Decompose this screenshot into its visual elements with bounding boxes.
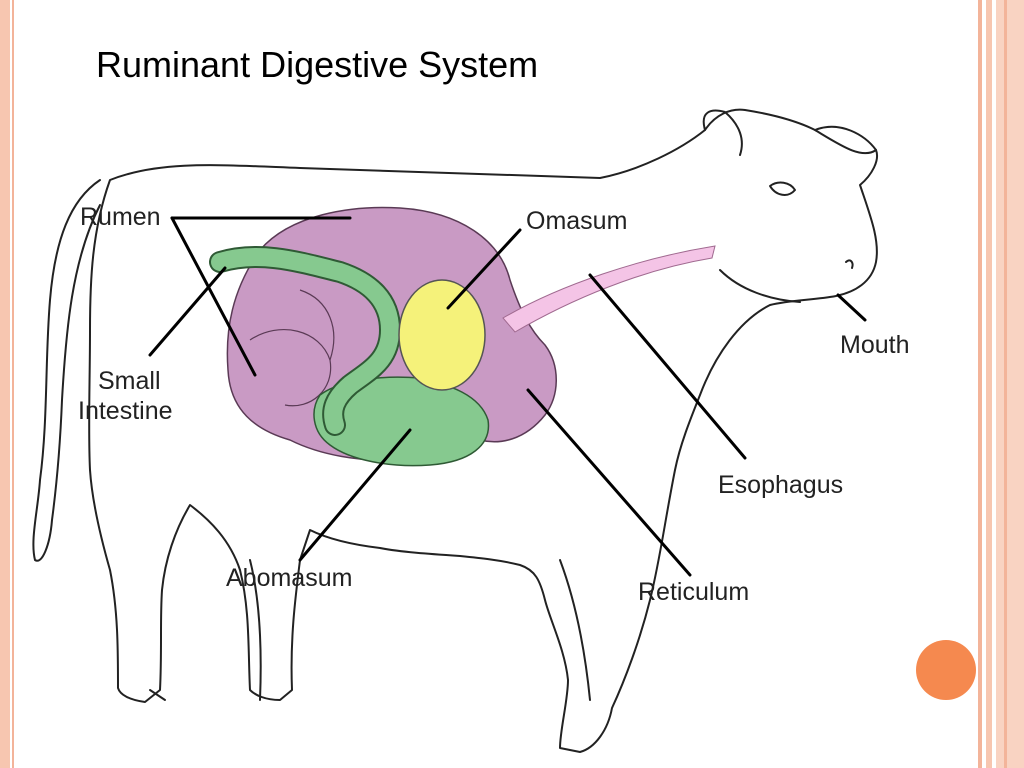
leader-small-intestine <box>148 266 227 357</box>
label-small-intestine-line1: Small <box>98 367 161 395</box>
frame-right-line <box>978 0 982 768</box>
ear-back <box>814 125 877 151</box>
frame-left-band <box>0 0 10 768</box>
label-reticulum: Reticulum <box>638 578 750 606</box>
rumen-fold-2 <box>299 289 335 361</box>
ear <box>702 109 743 156</box>
label-omasum: Omasum <box>526 207 628 235</box>
leader-omasum <box>446 228 522 310</box>
eye <box>769 181 796 196</box>
tail <box>32 179 101 562</box>
esophagus-tube <box>502 245 716 333</box>
label-mouth: Mouth <box>840 331 910 359</box>
slide-title: Ruminant Digestive System <box>96 44 539 85</box>
label-abomasum: Abomasum <box>226 564 353 592</box>
label-esophagus: Esophagus <box>718 471 844 499</box>
leader-abomasum <box>298 428 412 562</box>
leader-rumen-down <box>170 216 257 377</box>
slide-bullet-circle <box>916 640 976 700</box>
label-rumen: Rumen <box>80 203 161 231</box>
nostril <box>845 259 854 269</box>
small-intestine-fill <box>211 248 400 434</box>
hind-hoof <box>149 689 166 701</box>
frame-right-edge <box>996 0 1024 768</box>
leader-mouth <box>836 293 867 322</box>
front-leg <box>559 559 591 701</box>
cow-body-outline <box>88 108 878 753</box>
frame-right-stripe <box>1004 0 1007 768</box>
frame-left-line <box>12 0 14 768</box>
hind-leg-inner <box>249 559 262 701</box>
leader-reticulum <box>526 388 692 577</box>
label-small-intestine-line2: Intestine <box>78 397 173 425</box>
leader-esophagus <box>588 273 747 460</box>
frame-right-band <box>986 0 992 768</box>
omasum-shape <box>398 279 486 391</box>
neck-fold <box>719 269 801 303</box>
abomasum-shape <box>313 376 490 467</box>
